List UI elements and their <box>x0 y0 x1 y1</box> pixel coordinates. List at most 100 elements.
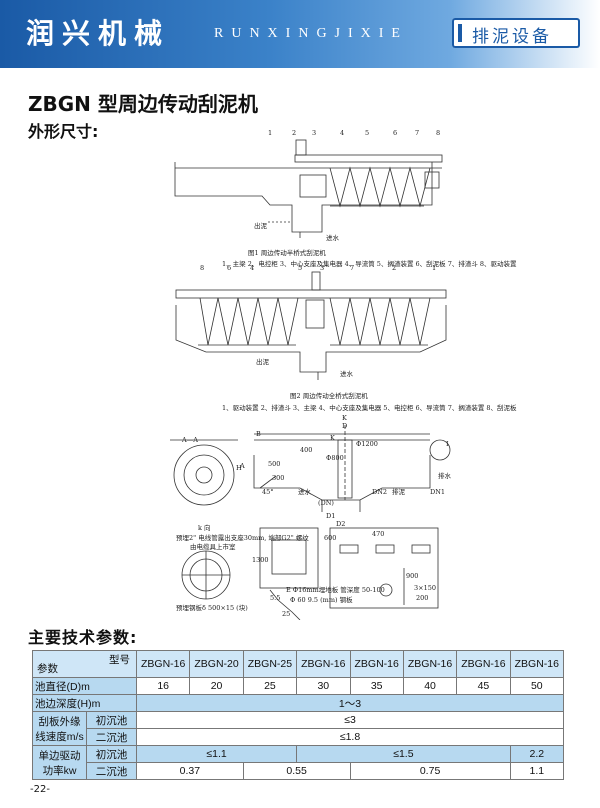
fig2-num-4: 5 <box>298 264 302 272</box>
fig3-label-K: K <box>330 434 335 442</box>
fig4-dim-900: 900 <box>406 572 418 580</box>
fig3-overflow: 排水 <box>438 471 452 480</box>
fig4-kview: k 向 <box>198 523 211 532</box>
model-cell: ZBGN-20 <box>189 650 244 678</box>
model-cell: ZBGN-16 <box>509 650 565 678</box>
secondary-tank-label: 二沉池 <box>86 728 137 746</box>
fig1-num-5: 5 <box>365 129 369 137</box>
power-label-line2: 功率kw <box>42 764 77 777</box>
fig2-num-1: 8 <box>200 264 204 272</box>
fig4-dim-55: 5.5 <box>270 594 280 602</box>
table-row: 二沉池 0.37 0.55 0.75 1.1 <box>33 762 565 780</box>
fig4-dim-470: 470 <box>372 530 384 538</box>
figure-4-detail-drawing <box>181 527 439 620</box>
power-secondary-value: 0.37 <box>136 762 244 780</box>
power-secondary-value: 1.1 <box>509 762 565 780</box>
diameter-cell: 25 <box>242 677 298 695</box>
fig4-note-2: 由电缆具上市室 <box>190 542 236 551</box>
figure-2-caption: 图2 周边传动全桥式刮泥机 <box>290 391 368 400</box>
corner-model-label: 型号 <box>109 654 130 666</box>
fig1-inlet-label: 进水 <box>326 233 340 242</box>
figure-1-part-numbers: 1 2 3 4 5 6 7 8 出泥 进水 <box>254 129 440 242</box>
depth-value: 1～3 <box>136 694 564 712</box>
diameter-cell: 40 <box>402 677 458 695</box>
figure-1-caption: 图1 周边传动半桥式刮泥机 <box>248 248 326 257</box>
power-secondary-value: 0.55 <box>242 762 351 780</box>
depth-label: 池边深度(H)m <box>32 694 137 712</box>
diameter-cell: 16 <box>135 677 191 695</box>
diameter-cell: 20 <box>189 677 244 695</box>
fig3-section-label: A—A <box>181 436 198 444</box>
model-cell: ZBGN-25 <box>242 650 298 678</box>
fig3-label-A: A <box>239 462 245 470</box>
fig4-dim-200: 200 <box>416 594 428 602</box>
model-cell: ZBGN-16 <box>296 650 351 678</box>
fig2-outlet-label: 出泥 <box>256 357 270 366</box>
speed-label-line1: 刮板外缘 <box>38 715 81 728</box>
fig2-inlet-label: 进水 <box>340 369 354 378</box>
figure-3-labels: D B K H 400 Φ1200 Φ800 500 300 45° 进水 排泥… <box>181 414 452 528</box>
fig3-dim-500: 500 <box>268 460 280 468</box>
figure-2-part-numbers: 8 6 4 5 3 7 2 1 出泥 进水 <box>200 264 436 378</box>
fig3-outlet: 排泥 <box>392 487 406 496</box>
fig4-note-5: Φ 60 9.5 (mm) 钢板 <box>290 595 353 604</box>
power-primary-value: ≤1.5 <box>296 745 511 763</box>
model-cell: ZBGN-16 <box>349 650 404 678</box>
fig3-angle: 45° <box>262 488 274 496</box>
diameter-cell: 30 <box>296 677 351 695</box>
fig2-num-5: 3 <box>320 264 324 272</box>
power-label-cell: 单边驱动 功率kw <box>32 745 87 780</box>
power-primary-value: ≤1.1 <box>135 745 298 763</box>
fig3-label-K-top: K <box>342 414 347 422</box>
fig4-dim-1300: 1300 <box>252 556 269 564</box>
fig2-num-6: 7 <box>350 264 354 272</box>
table-row: 池边深度(H)m 1～3 <box>32 694 564 712</box>
diameter-label: 池直径(D)m <box>32 677 137 695</box>
fig4-dim-3x150: 3×150 <box>414 584 436 592</box>
figure-4-labels: k 向 预埋2" 电线管露出支座30mm, 端部G2" 螺纹 由电缆具上市室 预… <box>176 523 436 618</box>
power-primary-value: 2.2 <box>509 745 565 763</box>
speed-label-line2: 线速度m/s <box>35 730 84 743</box>
fig2-num-8: 1 <box>432 264 436 272</box>
fig1-outlet-label: 出泥 <box>254 221 268 230</box>
speed-label-cell: 刮板外缘 线速度m/s <box>32 711 87 746</box>
diameter-cell: 50 <box>509 677 565 695</box>
fig4-dim-600: 600 <box>324 534 336 542</box>
fig1-num-2: 2 <box>292 129 296 137</box>
brand-pinyin: RUNXINGJIXIE <box>214 26 408 41</box>
figure-2-full-bridge-drawing <box>175 271 447 380</box>
figure-1-legend: 1、主梁 2、电控柜 3、中心支座及集电器 4、导流筒 5、搁渣装置 6、刮泥板… <box>222 259 517 268</box>
page-number: -22- <box>30 784 50 795</box>
page-header: 润兴机械 RUNXINGJIXIE 排泥设备 <box>0 0 600 68</box>
dimensions-heading: 外形尺寸: <box>28 122 99 141</box>
category-label: 排泥设备 <box>472 27 552 47</box>
figure-3-section-drawing <box>170 425 451 512</box>
spec-heading: 主要技术参数: <box>28 628 138 647</box>
fig1-num-8: 8 <box>436 129 440 137</box>
fig3-dim-DN2: DN2 <box>372 488 387 496</box>
fig3-dim-D1: D1 <box>326 512 335 520</box>
speed-secondary-value: ≤1.8 <box>136 728 564 746</box>
fig4-note-4: E Φ16mm埋地板 管深度 50-100 <box>286 585 385 594</box>
figure-2-legend: 1、驱动装置 2、排渣斗 3、主梁 4、中心支座及集电器 5、电控柜 6、导流筒… <box>222 403 517 412</box>
table-row: 单边驱动 功率kw 初沉池 ≤1.1 ≤1.5 2.2 <box>32 745 565 780</box>
table-row: 刮板外缘 线速度m/s 初沉池 ≤3 <box>32 711 564 746</box>
fig3-dim-800: Φ800 <box>326 454 344 462</box>
table-row: 型号 参数 ZBGN-16 ZBGN-20 ZBGN-25 ZBGN-16 ZB… <box>32 650 565 678</box>
fig2-num-2: 6 <box>227 264 231 272</box>
diameter-cell: 35 <box>349 677 404 695</box>
fig4-note-3: 预埋钢板δ 500×15 (块) <box>176 603 248 612</box>
table-corner-cell: 型号 参数 <box>32 650 137 678</box>
brand-name: 润兴机械 <box>26 17 171 50</box>
fig1-num-6: 6 <box>393 129 397 137</box>
model-cell: ZBGN-16 <box>402 650 458 678</box>
model-cell: ZBGN-16 <box>456 650 511 678</box>
primary-tank-label: 初沉池 <box>86 745 137 763</box>
fig3-dim-H: H <box>236 464 242 472</box>
speed-primary-value: ≤3 <box>136 711 564 729</box>
corner-param-label: 参数 <box>37 663 58 675</box>
primary-tank-label: 初沉池 <box>86 711 137 729</box>
model-cell: ZBGN-16 <box>135 650 191 678</box>
fig3-dim-D: D <box>342 422 347 430</box>
fig4-dim-25: 25 <box>282 610 290 618</box>
